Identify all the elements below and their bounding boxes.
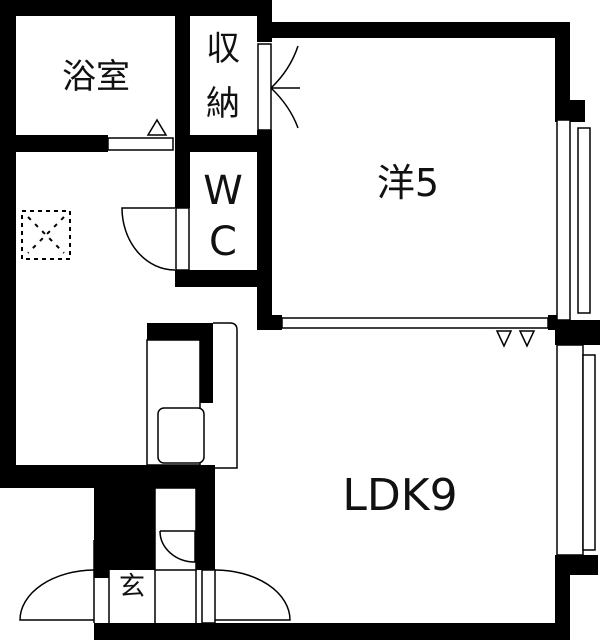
wc-door-frame: [175, 207, 190, 271]
wc-label-2: C: [209, 219, 237, 265]
storage-folding-door: [270, 45, 300, 129]
storage-label-2: 納: [206, 84, 240, 124]
fixtures: [19, 43, 596, 624]
entrance-door-left: [19, 569, 95, 621]
ldk-label: LDK9: [342, 470, 457, 521]
wc-door-swing: [121, 207, 176, 271]
bath-door: [107, 137, 174, 151]
cabinet-door-swing: [159, 530, 196, 563]
sliding-arrow-icon: [495, 330, 513, 348]
window: [556, 344, 584, 556]
entrance-door-right: [214, 569, 291, 621]
shoe-cabinet: [154, 487, 197, 571]
sliding-arrow-icon: [518, 330, 536, 348]
sliding-door: [281, 317, 549, 329]
window: [556, 119, 571, 321]
western-room-label: 洋5: [377, 161, 439, 205]
sink-icon: [157, 407, 205, 464]
room-labels: 浴室 収 納 W C 洋5 LDK9 玄: [62, 29, 458, 602]
window: [582, 354, 596, 551]
bathroom-label: 浴室: [62, 57, 130, 97]
storage-door: [257, 43, 272, 131]
wc-label-1: W: [203, 168, 243, 214]
bath-door-arrow-icon: [146, 118, 168, 136]
entrance-label: 玄: [119, 572, 145, 602]
ventilation-icon: [21, 210, 71, 260]
storage-label-1: 収: [206, 29, 240, 69]
window: [577, 127, 591, 314]
